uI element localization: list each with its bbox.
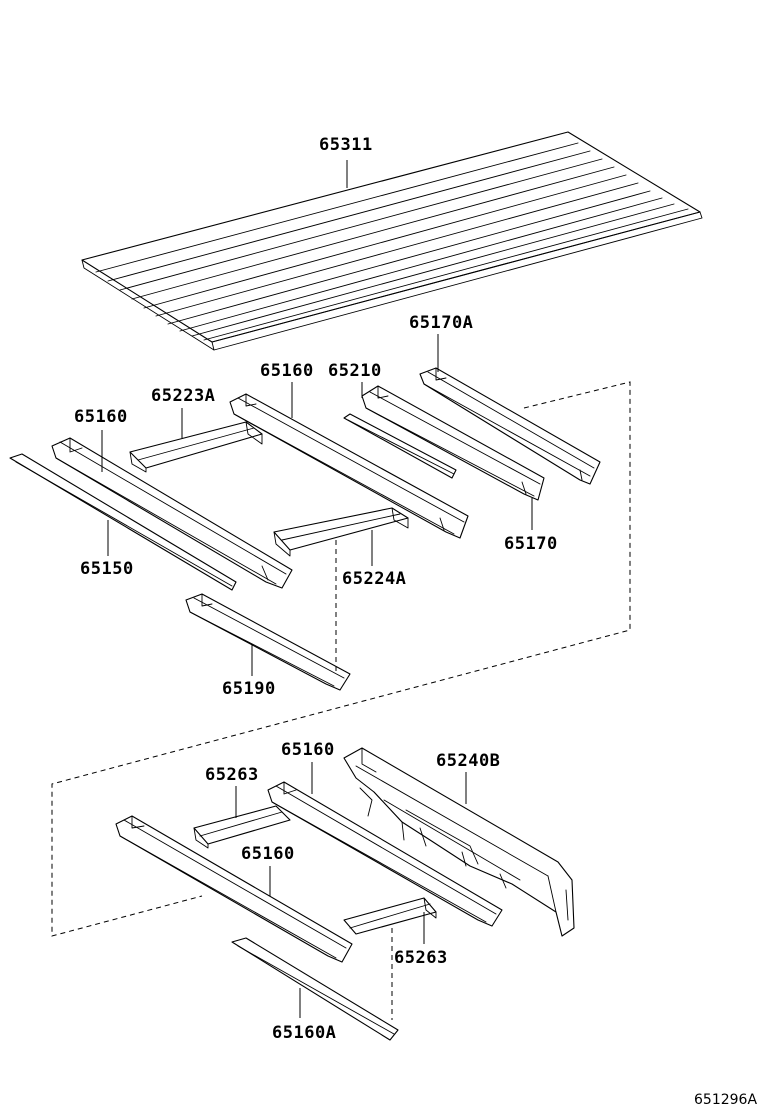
- sill-65160-left: [51, 437, 293, 589]
- assembly-dashed-lines: [51, 381, 631, 1020]
- label-65150: 65150: [80, 559, 134, 579]
- label-65160-lower-left: 65160: [241, 844, 295, 864]
- strip-65210: [343, 413, 457, 479]
- label-65160-middle: 65160: [260, 361, 314, 381]
- label-65263-bottom: 65263: [394, 948, 448, 968]
- label-65263-top: 65263: [205, 765, 259, 785]
- sill-65170A: [419, 367, 601, 485]
- label-65160-left: 65160: [74, 407, 128, 427]
- label-65170: 65170: [504, 534, 558, 554]
- crossmember-65240B: [343, 747, 575, 937]
- sill-65190: [185, 593, 351, 691]
- label-65223A: 65223A: [151, 386, 215, 406]
- rail-65160A: [231, 937, 399, 1041]
- label-65160A: 65160A: [272, 1023, 336, 1043]
- label-65160-lower-right: 65160: [281, 740, 335, 760]
- bracket-65224A: [273, 507, 409, 557]
- leader-lines: [101, 160, 533, 1018]
- label-65210: 65210: [328, 361, 382, 381]
- label-65240B: 65240B: [436, 751, 500, 771]
- label-65190: 65190: [222, 679, 276, 699]
- sill-65170: [361, 385, 545, 501]
- sill-65160-lower-right: [267, 781, 503, 927]
- illustration-code: 651296A: [694, 1092, 757, 1108]
- label-65170A: 65170A: [409, 313, 473, 333]
- bracket-65263-top: [193, 805, 291, 849]
- rail-65150: [9, 453, 237, 591]
- bracket-65223A: [129, 421, 263, 473]
- floor-panel-65311: [81, 131, 703, 351]
- label-65311: 65311: [319, 135, 373, 155]
- sill-65160-middle: [229, 393, 469, 539]
- label-65224A: 65224A: [342, 569, 406, 589]
- sill-65160-lower-left: [115, 815, 353, 963]
- bracket-65263-bottom: [343, 897, 437, 935]
